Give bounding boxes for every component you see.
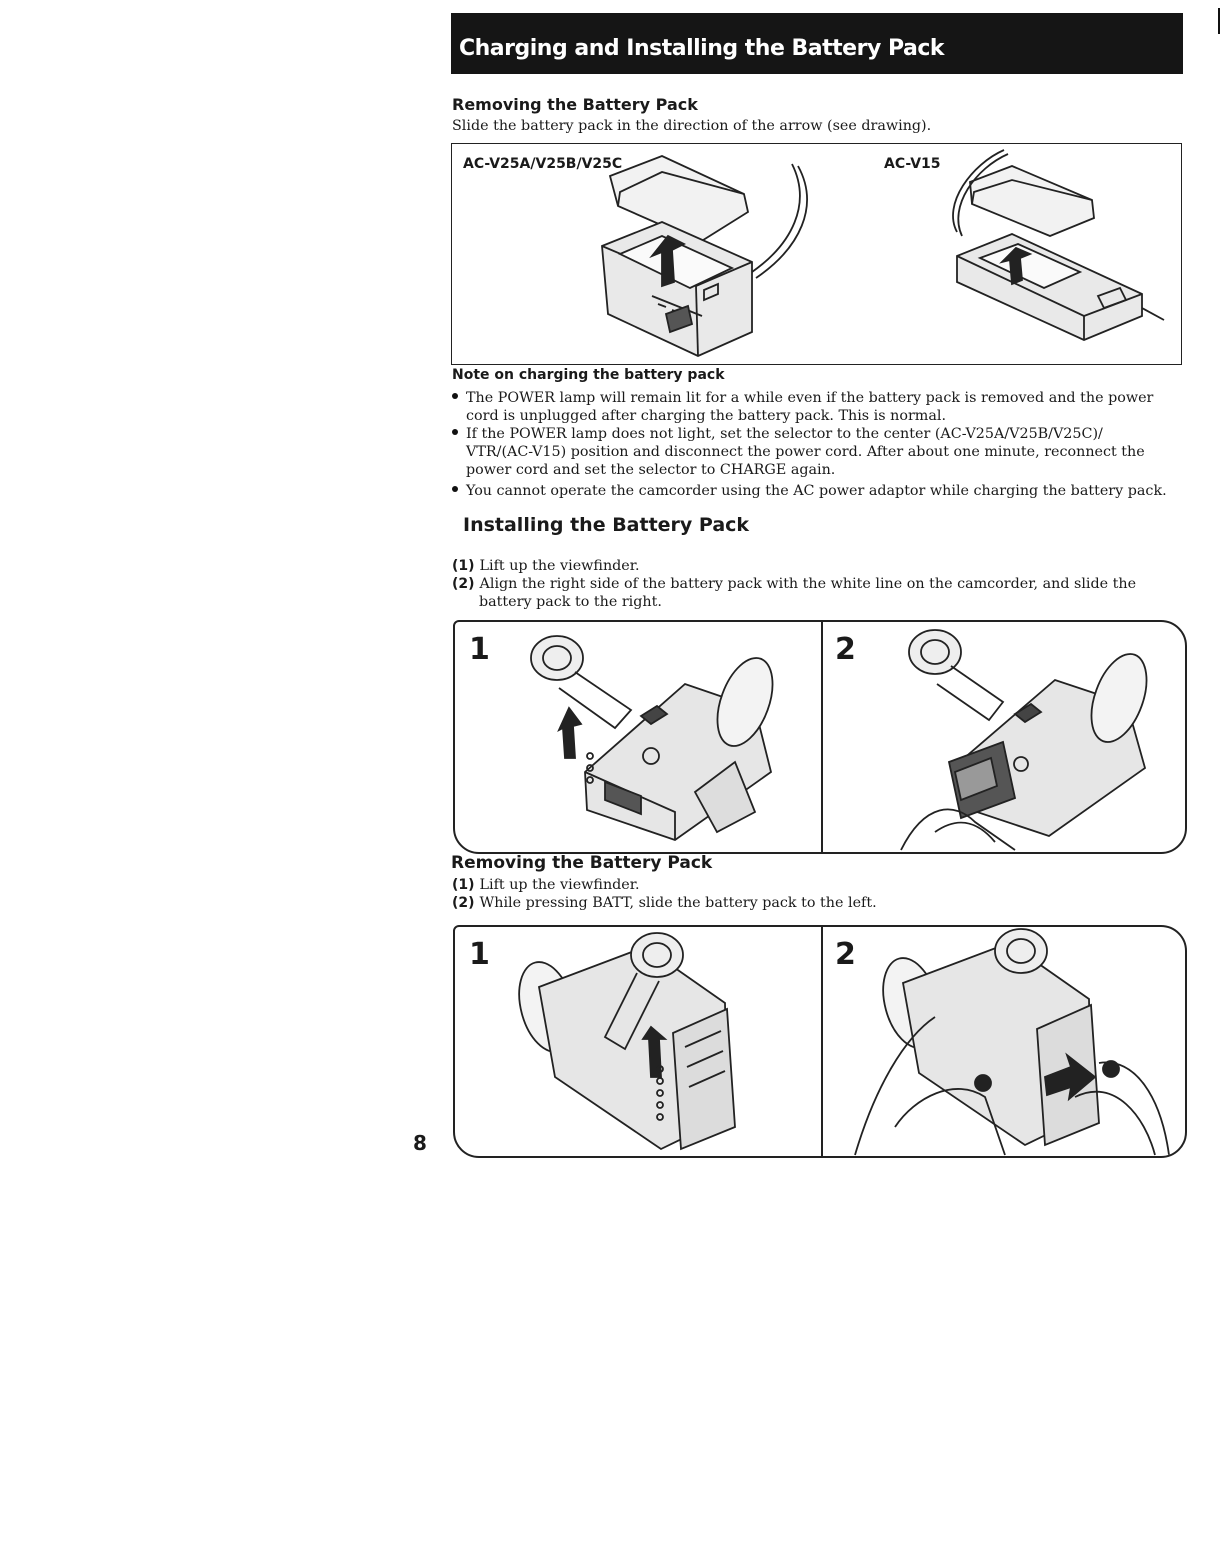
removing-drawing bbox=[518, 928, 1170, 1156]
section-banner: Charging and Installing the Battery Pack bbox=[451, 13, 1183, 74]
panel-divider bbox=[821, 927, 823, 1156]
note-line-6: You cannot operate the camcorder using t… bbox=[452, 482, 1167, 500]
removing-step-1: (1)Lift up the viewfinder. bbox=[452, 877, 640, 893]
charger-illustration-box: AC-V25A/V25B/V25C AC-V15 bbox=[451, 143, 1182, 365]
model-label-left: AC-V25A/V25B/V25C bbox=[463, 156, 623, 172]
page-number: 8 bbox=[413, 1131, 427, 1155]
removing-step-2: (2)While pressing BATT, slide the batter… bbox=[452, 895, 877, 911]
installing-step-2: (2)Align the right side of the battery p… bbox=[452, 576, 1137, 592]
note-line-5: power cord and set the selector to CHARG… bbox=[466, 462, 836, 478]
note-line-2: cord is unplugged after charging the bat… bbox=[466, 408, 946, 424]
bullet-icon bbox=[452, 486, 458, 492]
removing-camcorder-heading: Removing the Battery Pack bbox=[451, 853, 713, 873]
installing-illustration-panel: 1 2 bbox=[453, 620, 1187, 854]
panel-step-label-2: 2 bbox=[835, 632, 856, 667]
installing-step-2-cont: battery pack to the right. bbox=[479, 594, 662, 610]
model-label-right: AC-V15 bbox=[884, 156, 941, 172]
panel-step-label-1: 1 bbox=[469, 632, 490, 667]
note-heading: Note on charging the battery pack bbox=[452, 367, 725, 383]
installing-heading: Installing the Battery Pack bbox=[463, 514, 750, 536]
note-line-1: The POWER lamp will remain lit for a whi… bbox=[452, 389, 1153, 407]
page-title: Charging and Installing the Battery Pack bbox=[459, 36, 945, 61]
note-line-3: If the POWER lamp does not light, set th… bbox=[452, 425, 1103, 443]
page-edge-mark bbox=[1218, 8, 1220, 34]
removing-illustration-panel: 1 2 bbox=[453, 925, 1187, 1158]
removing-charger-intro: Slide the battery pack in the direction … bbox=[452, 118, 932, 134]
panel-divider bbox=[821, 622, 823, 852]
bullet-icon bbox=[452, 393, 458, 399]
installing-step-1: (1)Lift up the viewfinder. bbox=[452, 558, 640, 574]
panel-step-label-1: 1 bbox=[469, 937, 490, 972]
note-line-4: VTR/(AC-V15) position and disconnect the… bbox=[466, 444, 1145, 460]
bullet-icon bbox=[452, 429, 458, 435]
charger-drawing bbox=[601, 149, 1165, 357]
panel-step-label-2: 2 bbox=[835, 937, 856, 972]
removing-charger-heading: Removing the Battery Pack bbox=[452, 95, 698, 114]
installing-drawing bbox=[530, 629, 1148, 851]
